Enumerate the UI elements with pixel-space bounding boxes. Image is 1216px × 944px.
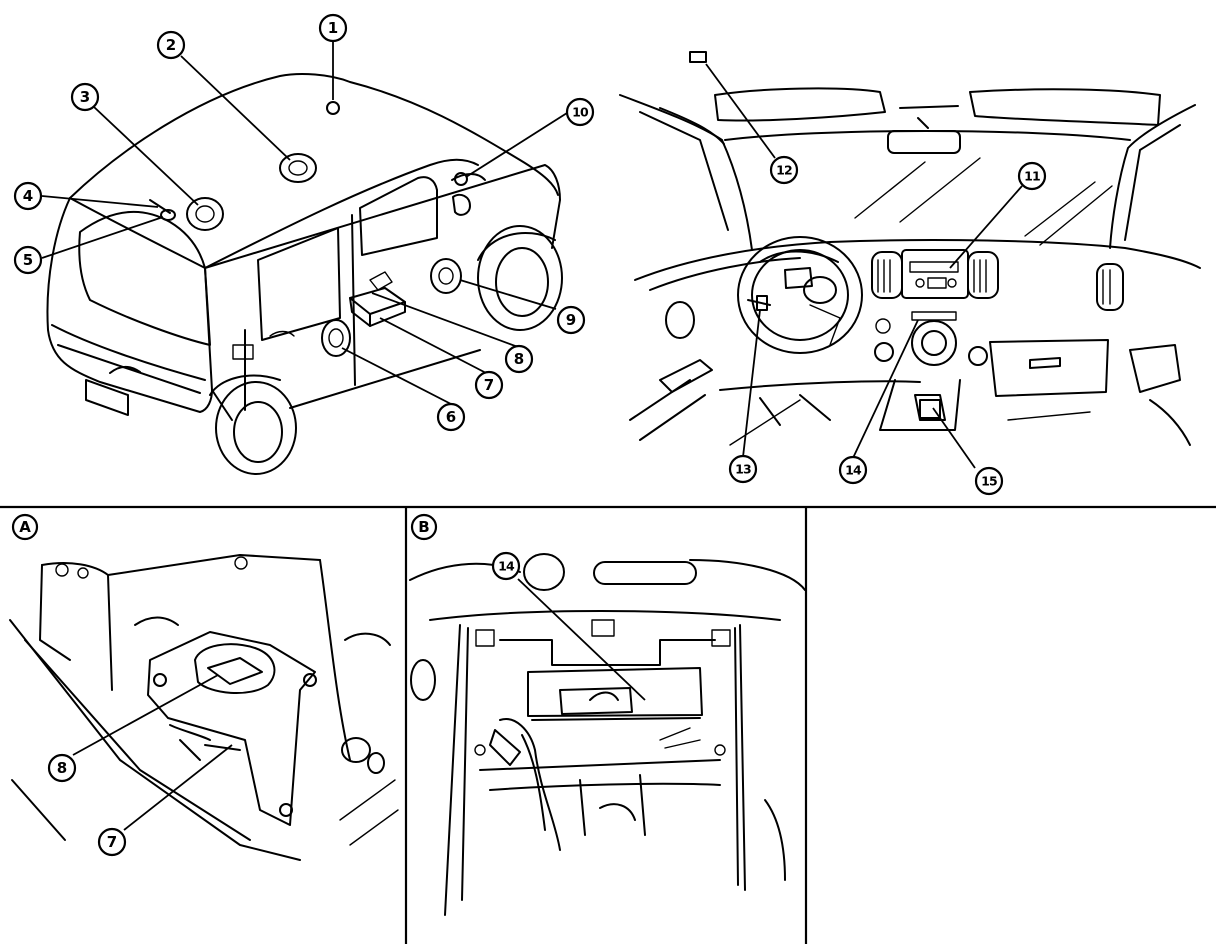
callout-3: 3 (70, 82, 100, 112)
panel-b-illustration (409, 553, 806, 916)
callout-10: 10 (565, 97, 595, 127)
svg-text:14: 14 (845, 463, 862, 478)
svg-text:A: A (19, 518, 31, 536)
callout-b-14: 14 (491, 551, 521, 581)
svg-text:12: 12 (776, 163, 792, 178)
svg-text:8: 8 (57, 759, 67, 777)
svg-text:7: 7 (107, 833, 117, 851)
svg-text:4: 4 (23, 187, 33, 205)
svg-text:15: 15 (981, 474, 997, 489)
callout-5: 5 (13, 245, 43, 275)
svg-text:9: 9 (566, 311, 576, 329)
svg-text:14: 14 (498, 559, 515, 574)
callout-11: 11 (1017, 161, 1047, 191)
callout-8: 8 (504, 344, 534, 374)
svg-text:10: 10 (572, 105, 589, 120)
svg-text:13: 13 (735, 462, 751, 477)
svg-text:8: 8 (514, 350, 524, 368)
svg-text:5: 5 (23, 251, 33, 269)
leader-lines (41, 41, 1023, 831)
svg-text:B: B (418, 518, 429, 536)
callout-1: 1 (318, 13, 348, 43)
vehicle-exterior-illustration (46, 73, 563, 475)
svg-text:1: 1 (328, 19, 338, 37)
callout-15: 15 (974, 466, 1004, 496)
callout-a-7: 7 (97, 827, 127, 857)
callout-7: 7 (474, 370, 504, 400)
callout-14: 14 (838, 455, 868, 485)
svg-text:6: 6 (446, 408, 456, 426)
callout-12: 12 (769, 155, 799, 185)
svg-text:3: 3 (80, 88, 90, 106)
rain-sensor-icon (689, 51, 707, 63)
svg-text:7: 7 (484, 376, 494, 394)
callout-13: 13 (728, 454, 758, 484)
callout-2: 2 (156, 30, 186, 60)
dashboard-illustration (619, 87, 1201, 446)
panel-borders (0, 505, 1216, 944)
panel-b-label: B (410, 513, 438, 541)
callout-9: 9 (556, 305, 586, 335)
callout-4: 4 (13, 181, 43, 211)
callout-a-8: 8 (47, 753, 77, 783)
exterior-components (149, 101, 468, 357)
panel-a-label: A (11, 513, 39, 541)
svg-text:11: 11 (1024, 169, 1040, 184)
panel-a-illustration (9, 554, 399, 861)
callout-6: 6 (436, 402, 466, 432)
svg-text:2: 2 (166, 36, 176, 54)
